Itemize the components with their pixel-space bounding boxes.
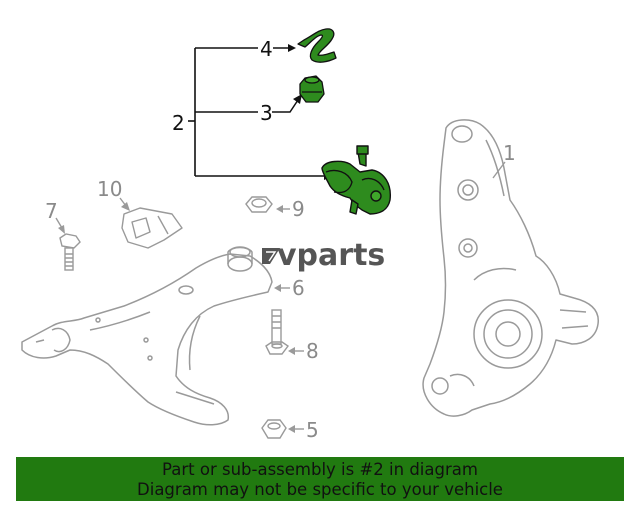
info-banner: Part or sub-assembly is #2 in diagram Di… [16,457,624,501]
clip-part [297,28,337,63]
callout-1-leader [492,161,506,179]
watermark-text: vparts [277,238,385,273]
dust-boot-part [299,75,325,103]
watermark-logo: vparts [262,238,385,273]
callout-5-label: 5 [306,418,319,442]
callout-9-leader [276,205,290,213]
bracket-10-part [121,207,183,249]
ball-joint-part [321,145,391,215]
callout-7-leader [55,217,65,234]
callout-5-leader [288,425,304,433]
nut-5-part [261,419,287,439]
callout-8-label: 8 [306,339,319,363]
steering-knuckle-part [422,119,599,417]
callout-8-leader [288,347,304,355]
callout-9-label: 9 [292,197,305,221]
parts-diagram: 2 4 3 [21,28,599,442]
bolt-8-part [265,309,290,355]
callout-4-leader [273,44,296,52]
callout-10-label: 10 [97,177,122,201]
callout-3-leader [272,94,302,113]
callout-2-bracket [188,47,325,177]
callout-4-label: 4 [260,37,273,61]
callout-7-label: 7 [45,199,58,223]
banner-line-1: Part or sub-assembly is #2 in diagram [162,460,478,479]
banner-line-2: Diagram may not be specific to your vehi… [137,480,503,499]
callout-1-label: 1 [503,141,516,165]
nut-9-part [245,196,273,213]
callout-6-leader [274,284,290,292]
bolt-7-part [59,233,81,271]
callout-10-leader [119,197,130,211]
callout-6-label: 6 [292,276,305,300]
callout-3-label: 3 [260,101,273,125]
callout-2-label: 2 [172,111,185,135]
lower-arm-part [21,246,273,426]
